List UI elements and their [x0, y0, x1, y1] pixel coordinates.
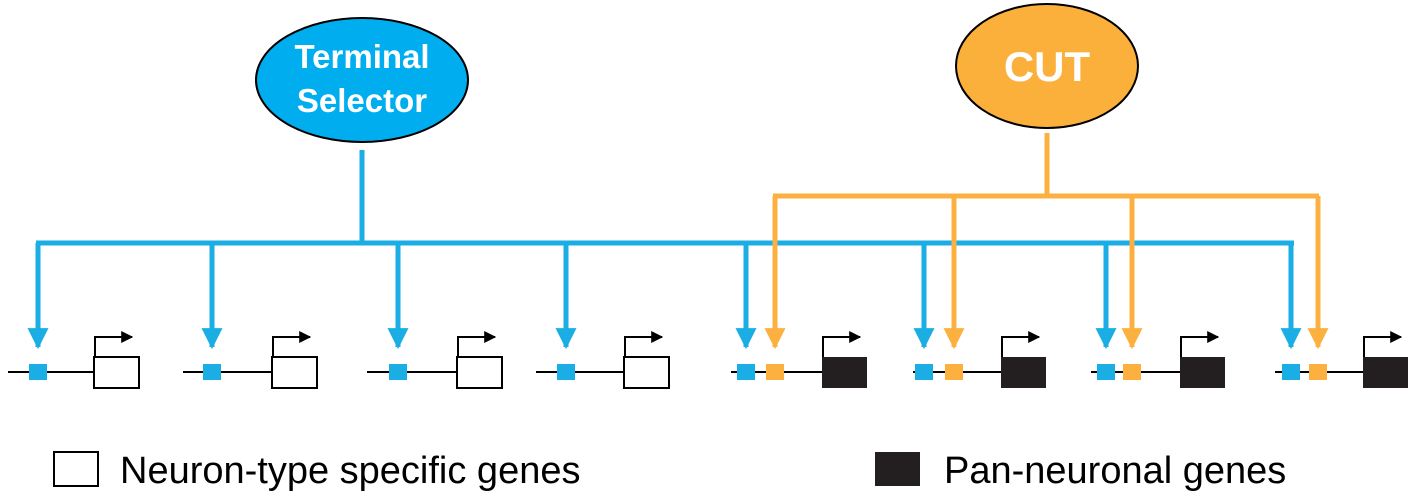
transcription-start-arrow	[822, 331, 862, 357]
neuron-type-specific-gene	[183, 331, 318, 389]
transcription-start-arrow	[624, 331, 664, 357]
selector-binding-site	[557, 364, 575, 380]
type-specific-gene-box	[271, 356, 318, 389]
type-specific-gene-box	[623, 356, 670, 389]
legend-pan-neuronal-swatch	[875, 452, 920, 486]
cut-binding-site	[766, 364, 784, 380]
selector-binding-site	[915, 364, 933, 380]
transcription-start-arrow	[457, 331, 497, 357]
gene-row	[8, 331, 1408, 389]
cut-label: CUT	[1004, 43, 1091, 90]
terminal-selector-node: Terminal Selector	[255, 17, 469, 143]
neuron-type-specific-gene	[8, 331, 140, 389]
terminal-selector-ellipse	[255, 17, 469, 143]
type-specific-gene-box	[456, 356, 503, 389]
transcription-start-arrow	[1363, 331, 1403, 357]
pan-neuronal-gene-box	[1180, 357, 1225, 388]
selector-binding-site	[1097, 364, 1115, 380]
cut-node: CUT	[955, 3, 1139, 129]
selector-binding-site	[737, 364, 755, 380]
selector-binding-site	[1282, 364, 1300, 380]
pan-neuronal-gene	[1275, 331, 1408, 388]
terminal-selector-label-line2: Selector	[297, 82, 427, 119]
cut-binding-site	[1309, 364, 1327, 380]
selector-binding-site	[203, 364, 221, 380]
legend-type-specific-swatch	[53, 451, 99, 487]
neuron-type-specific-gene	[536, 331, 670, 389]
pan-neuronal-gene-box	[1001, 357, 1046, 388]
cut-ellipse	[955, 3, 1139, 129]
type-specific-gene-box	[93, 356, 140, 389]
cut-binding-site	[945, 364, 963, 380]
pan-neuronal-gene-box	[1363, 357, 1408, 388]
transcription-start-arrow	[272, 331, 312, 357]
pan-neuronal-gene	[913, 331, 1046, 388]
legend-type-specific-label: Neuron-type specific genes	[120, 450, 580, 492]
selector-binding-site	[389, 364, 407, 380]
legend: Neuron-type specific genes Pan-neuronal …	[53, 450, 1286, 492]
neuron-type-specific-gene	[367, 331, 503, 389]
transcription-start-arrow	[1001, 331, 1041, 357]
pan-neuronal-gene	[731, 331, 867, 388]
terminal-selector-label-line1: Terminal	[294, 38, 429, 75]
pan-neuronal-gene-box	[822, 357, 867, 388]
cut-regulation-lines	[773, 133, 1319, 199]
cut-arrows	[764, 196, 1329, 350]
pan-neuronal-gene	[1091, 331, 1225, 388]
selector-arrows	[27, 243, 1302, 350]
cut-binding-site	[1123, 364, 1141, 380]
transcription-start-arrow	[94, 331, 134, 357]
selector-regulation-lines	[36, 150, 1294, 246]
legend-pan-neuronal-label: Pan-neuronal genes	[944, 450, 1286, 492]
selector-binding-site	[29, 364, 47, 380]
transcription-start-arrow	[1180, 331, 1220, 357]
